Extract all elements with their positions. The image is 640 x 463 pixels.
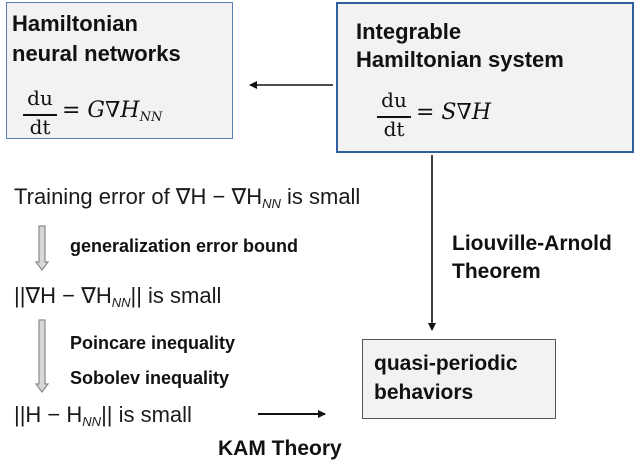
gradient-norm-sub: NN [111,295,131,310]
hamiltonian-norm-text: ||H − HNN|| is small [14,402,192,429]
hnn-box [6,2,233,139]
integrable-box [336,2,634,153]
quasi-periodic-line1: quasi-periodic [374,352,518,375]
block-arrow-generalization [34,225,50,271]
integrable-frac-den: dt [383,117,405,141]
hnn-rhs-sub: NN [139,110,163,125]
hnn-title-line2: neural networks [12,41,181,66]
generalization-error-bound-label: generalization error bound [70,236,299,256]
training-error-text: Training error of ∇H − ∇HNN is small [14,184,360,211]
hnn-frac-num: du [27,86,53,110]
hamiltonian-norm-suffix: || is small [101,402,192,427]
gradient-norm-text: ||∇H − ∇HNN|| is small [14,283,221,310]
hnn-title-line1: Hamiltonian [12,11,138,36]
quasi-periodic-line2: behaviors [374,381,474,404]
liouville-arnold-line1: Liouville-Arnold [452,232,612,255]
quasi-periodic-box [362,339,556,419]
liouville-arnold-line2: Theorem [452,260,541,283]
training-error-main: Training error of ∇H − ∇H [14,184,263,209]
training-error-sub: NN [262,196,281,211]
poincare-inequality-label: Poincare inequality [70,333,236,353]
integrable-title-line1: Integrable [356,19,462,44]
hamiltonian-norm-sub: NN [82,414,102,429]
gradient-norm-suffix: || is small [130,283,222,308]
integrable-title-line2: Hamiltonian system [356,47,564,72]
integrable-equation-rhs: = S∇H [416,100,491,125]
hnn-rhs-main: = G∇H [62,98,140,123]
kam-theory-label: KAM Theory [218,437,342,460]
hnn-frac-den: dt [29,115,51,139]
sobolev-inequality-label: Sobolev inequality [70,368,230,388]
integrable-frac-line [377,116,411,118]
hamiltonian-norm-main: ||H − H [14,402,83,427]
hnn-frac-line [23,114,57,116]
hnn-equation-rhs: = G∇HNN [62,98,162,125]
training-error-suffix: is small [280,184,361,209]
integrable-frac-num: du [381,88,407,112]
gradient-norm-main: ||∇H − ∇H [14,283,112,308]
integrable-rhs-main: = S∇H [416,100,492,125]
block-arrow-inequalities [34,319,50,393]
